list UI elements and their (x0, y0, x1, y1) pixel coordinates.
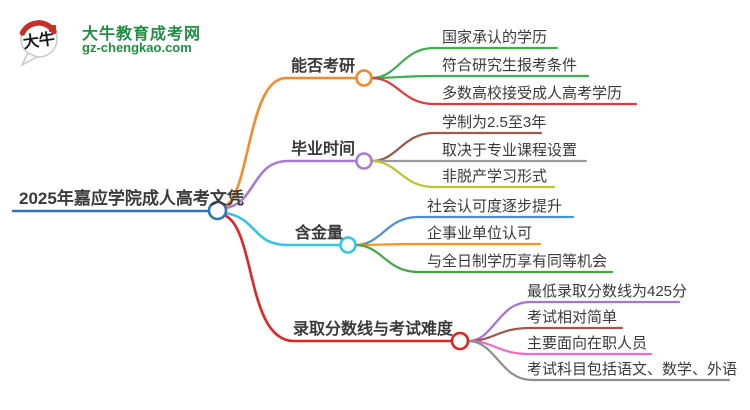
child-label-jiandan: 考试相对简单 (527, 309, 618, 326)
child-label-duoshu: 多数高校接受成人高考学历 (442, 85, 623, 102)
child-line-kemu (466, 339, 731, 382)
child-line-quanrizhi (354, 243, 614, 274)
child-label-guojia: 国家承认的学历 (442, 29, 548, 46)
child-label-qishiye: 企事业单位认可 (427, 225, 533, 242)
root-topic-label: 2025年嘉应学院成人高考文凭 (19, 189, 244, 208)
branch-label-luqu: 录取分数线与考试难度 (293, 321, 454, 338)
child-line-qishiye (354, 242, 542, 247)
logo-seal (49, 25, 56, 32)
child-line-xuezhi (370, 131, 543, 163)
child-line-guojia (370, 46, 559, 80)
child-label-zaizhi: 主要面向在职人员 (527, 335, 648, 352)
child-line-fuhe (370, 74, 590, 80)
child-line-duoshu (370, 76, 638, 106)
child-label-zuidi: 最低录取分数线为425分 (527, 283, 688, 300)
child-label-feituochan: 非脱产学习形式 (442, 168, 548, 185)
logo-domain: gz-chengkao.com (82, 40, 192, 55)
logo-title: 大牛教育成考网 (82, 26, 202, 43)
root-node-circle (207, 200, 228, 221)
branch-node-circle-luqu (450, 331, 470, 351)
child-line-feituochan (370, 159, 556, 189)
branch-label-kaoyan: 能否考研 (291, 58, 356, 75)
branch-line-luqu (222, 213, 454, 343)
site-logo: 大牛 大牛教育成考网 gz-chengkao.com (12, 10, 242, 70)
child-label-shehui: 社会认可度逐步提升 (427, 198, 563, 215)
logo-icon-text: 大牛 (22, 29, 56, 52)
branch-label-biye: 毕业时间 (291, 141, 356, 158)
branch-node-circle-hanjinliang (339, 236, 357, 254)
branch-node-circle-kaoyan (355, 69, 373, 87)
child-label-fuhe: 符合研究生报考条件 (442, 57, 578, 74)
branch-line-biye (223, 159, 358, 210)
logo-bubble-icon: 大牛 (19, 20, 58, 67)
branch-label-hanjinliang: 含金量 (295, 225, 344, 242)
child-label-xuezhi: 学制为2.5至3年 (442, 114, 547, 131)
branch-line-kaoyan (223, 76, 358, 208)
branch-line-hanjinliang (223, 211, 342, 247)
child-label-kemu: 考试科目包括语文、数学、外语 (527, 361, 738, 378)
child-label-quanrizhi: 与全日制学历享有同等机会 (427, 253, 608, 270)
branch-node-circle-biye (355, 152, 373, 170)
child-label-qujue: 取决于专业课程设置 (442, 142, 578, 159)
